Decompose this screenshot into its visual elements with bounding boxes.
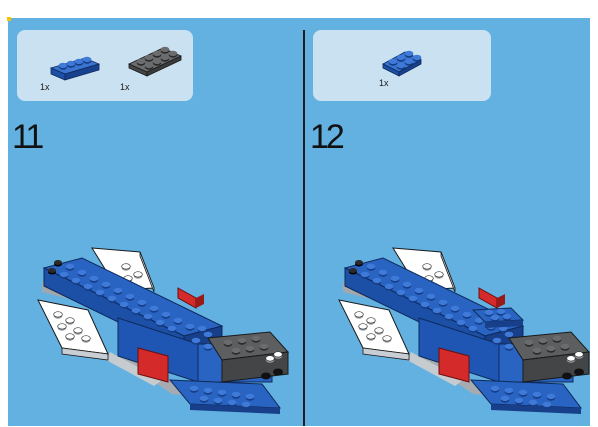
blue-plate-2x3-icon bbox=[379, 44, 425, 78]
step-11-page: 1x 1x 11 bbox=[8, 18, 302, 426]
dark-gray-plate-2x4-icon bbox=[123, 40, 187, 80]
quantity-label: 1x bbox=[379, 78, 389, 88]
parts-callout: 1x bbox=[313, 30, 491, 101]
step-number: 12 bbox=[310, 118, 342, 157]
step-number: 11 bbox=[12, 118, 41, 157]
page-divider bbox=[303, 30, 305, 426]
quantity-label: 1x bbox=[120, 82, 130, 92]
parts-callout: 1x 1x bbox=[17, 30, 193, 101]
instruction-manual-spread: 1x 1x 11 bbox=[8, 18, 590, 426]
plane-model-step-12 bbox=[323, 232, 593, 427]
plane-model-step-11 bbox=[22, 232, 292, 427]
step-12-page: 1x 12 bbox=[306, 18, 590, 426]
quantity-label: 1x bbox=[40, 82, 50, 92]
blue-brick-2x4-icon bbox=[45, 54, 105, 84]
